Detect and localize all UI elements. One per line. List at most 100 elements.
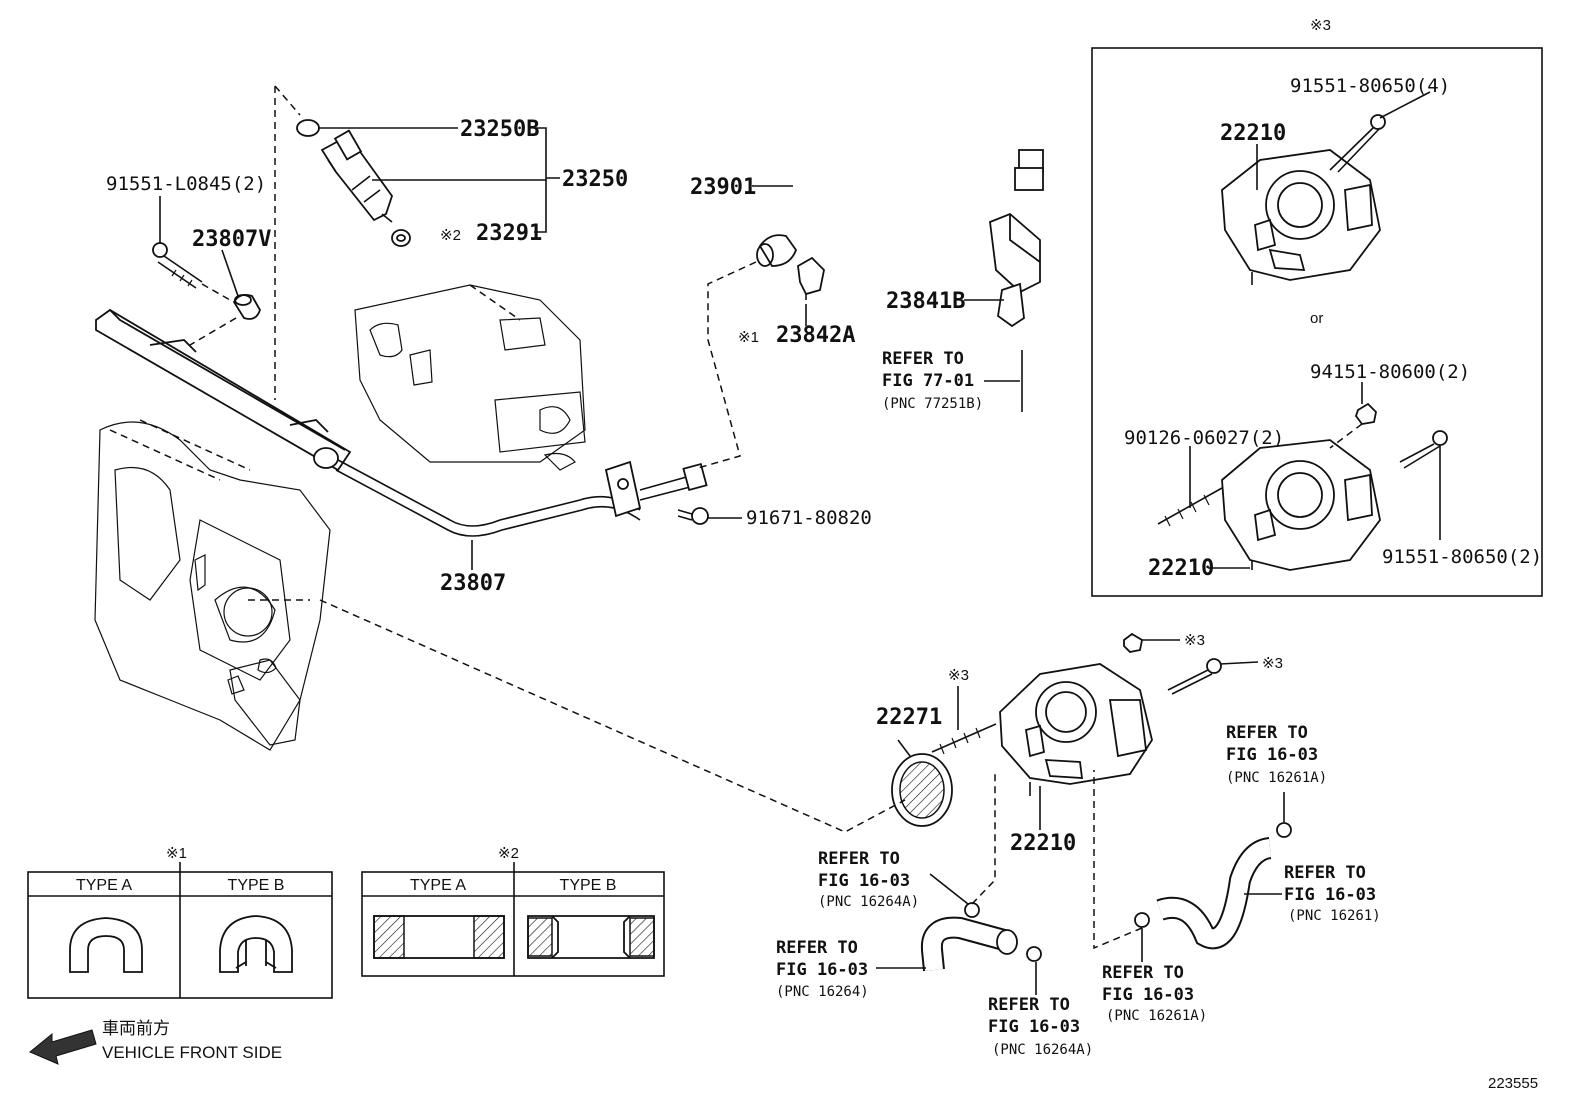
gasket-drawing bbox=[891, 753, 953, 827]
label-91551-L0845: 91551-L0845(2) bbox=[106, 173, 266, 195]
refer-16261A-top-line1: REFER TO bbox=[1226, 723, 1308, 743]
front-arrow-icon bbox=[29, 1029, 97, 1065]
label-22271: 22271 bbox=[876, 705, 942, 730]
refer-16261-line1: REFER TO bbox=[1284, 863, 1366, 883]
injector-drawing bbox=[296, 119, 411, 247]
label-throttle-bottom: 22210 bbox=[1148, 556, 1214, 581]
refer-fig77-line2: FIG 77-01 bbox=[882, 371, 974, 391]
bolt-main-drawing bbox=[1167, 658, 1222, 695]
throttle-body-top-drawing bbox=[1221, 149, 1381, 285]
refer-16261A-bottom-line1: REFER TO bbox=[1102, 963, 1184, 983]
bolt-pipe-drawing bbox=[677, 507, 709, 525]
vehicle-front-indicator: 車両前方 VEHICLE FRONT SIDE bbox=[29, 1019, 282, 1065]
label-mark1-inline: ※1 bbox=[738, 329, 759, 346]
label-mark3-stud: ※3 bbox=[948, 667, 969, 684]
refer-16264-line2: FIG 16-03 bbox=[776, 960, 868, 980]
label-23250: 23250 bbox=[562, 167, 628, 192]
refer-16261A-bottom-pnc: (PNC 16261A) bbox=[1106, 1008, 1207, 1024]
injector-axis-line-2 bbox=[274, 85, 301, 116]
refer-16261-line2: FIG 16-03 bbox=[1284, 885, 1376, 905]
label-stud: 90126-06027(2) bbox=[1124, 427, 1284, 449]
connector-drawing bbox=[989, 212, 1041, 328]
intake-manifold-drawing bbox=[94, 419, 331, 751]
refer-16264A-bottom: REFER TO FIG 16-03 (PNC 16264A) bbox=[988, 995, 1093, 1058]
table2-col-b: TYPE B bbox=[560, 877, 617, 894]
refer-16261-pnc: (PNC 16261) bbox=[1288, 908, 1381, 924]
insulator-type-a-icon bbox=[373, 915, 505, 959]
refer-16264: REFER TO FIG 16-03 (PNC 16264) bbox=[776, 938, 869, 1000]
label-22210-main: 22210 bbox=[1010, 831, 1076, 856]
refer-16264-line1: REFER TO bbox=[776, 938, 858, 958]
label-23842A: 23842A bbox=[776, 323, 855, 348]
insulator-type-b-icon bbox=[527, 915, 655, 959]
refer-16264A-left: REFER TO FIG 16-03 (PNC 16264A) bbox=[818, 849, 919, 910]
leader-bolt-main bbox=[1219, 661, 1259, 665]
variants-box bbox=[1091, 47, 1543, 597]
label-or: or bbox=[1310, 310, 1323, 327]
bolt-bottom-drawing bbox=[1399, 430, 1448, 469]
throttle-body-main-drawing bbox=[999, 663, 1153, 796]
refer-16264-pnc: (PNC 16264) bbox=[776, 984, 869, 1000]
bolt-top-drawing bbox=[1329, 114, 1386, 173]
label-23901: 23901 bbox=[690, 175, 756, 200]
refer-16264A-left-pnc: (PNC 16264A) bbox=[818, 894, 919, 910]
label-23807: 23807 bbox=[440, 571, 506, 596]
variants-mark: ※3 bbox=[1310, 17, 1331, 34]
fuel-pipe-bracket-drawing bbox=[604, 460, 708, 518]
refer-16261: REFER TO FIG 16-03 (PNC 16261) bbox=[1284, 863, 1381, 924]
refer-16261A-bottom-line2: FIG 16-03 bbox=[1102, 985, 1194, 1005]
refer-fig77-line1: REFER TO bbox=[882, 349, 964, 369]
table1-col-a: TYPE A bbox=[76, 877, 132, 894]
refer-fig77: REFER TO FIG 77-01 (PNC 77251B) bbox=[882, 349, 983, 412]
refer-16261A-top-line2: FIG 16-03 bbox=[1226, 745, 1318, 765]
table1-col-b: TYPE B bbox=[228, 877, 285, 894]
fuel-hose-drawing bbox=[697, 104, 1044, 469]
refer-16261A-top-pnc: (PNC 16261A) bbox=[1226, 770, 1327, 786]
label-23291: 23291 bbox=[476, 221, 542, 246]
clip-type-a-icon bbox=[69, 917, 143, 973]
table1-mark: ※1 bbox=[166, 845, 187, 862]
spacer-drawing bbox=[189, 293, 261, 346]
label-23807V: 23807V bbox=[192, 227, 271, 252]
refer-16264A-bottom-line1: REFER TO bbox=[988, 995, 1070, 1015]
label-23250B: 23250B bbox=[460, 117, 539, 142]
label-bolt-bottom: 91551-80650(2) bbox=[1382, 546, 1542, 568]
label-bolt-top: 91551-80650(4) bbox=[1290, 75, 1450, 97]
refer-16264A-bottom-line2: FIG 16-03 bbox=[988, 1017, 1080, 1037]
label-mark2-inline: ※2 bbox=[440, 227, 461, 244]
refer-16264A-left-line2: FIG 16-03 bbox=[818, 871, 910, 891]
bolt-fuel-rail-drawing bbox=[152, 242, 231, 301]
refer-16261A-top: REFER TO FIG 16-03 (PNC 16261A) bbox=[1226, 723, 1327, 786]
hose-16261-drawing bbox=[1093, 770, 1292, 950]
front-label-en: VEHICLE FRONT SIDE bbox=[102, 1043, 282, 1062]
clip-type-table: ※1 TYPE A TYPE B bbox=[27, 845, 333, 999]
label-mark3-nut: ※3 bbox=[1184, 632, 1205, 649]
engine-block-drawing bbox=[354, 284, 586, 471]
image-code: 223555 bbox=[1488, 1075, 1538, 1092]
nut-main-drawing bbox=[1123, 632, 1144, 653]
label-mark3-bolt: ※3 bbox=[1262, 655, 1283, 672]
label-91671-80820: 91671-80820 bbox=[746, 507, 872, 529]
leader-bolt-top bbox=[1379, 91, 1431, 119]
throttle-body-bottom-drawing bbox=[1221, 439, 1381, 571]
insulator-type-table: ※2 TYPE A TYPE B bbox=[361, 845, 665, 977]
leader-gasket bbox=[897, 739, 911, 757]
clip-type-b-icon bbox=[219, 915, 293, 973]
stud-main-drawing bbox=[931, 723, 997, 755]
table2-mark: ※2 bbox=[498, 845, 519, 862]
refer-16264A-bottom-pnc: (PNC 16264A) bbox=[992, 1042, 1093, 1058]
clip-drawing bbox=[797, 256, 825, 300]
refer-16261A-bottom: REFER TO FIG 16-03 (PNC 16261A) bbox=[1102, 963, 1207, 1024]
fuel-rail-drawing bbox=[95, 308, 641, 537]
label-nut: 94151-80600(2) bbox=[1310, 361, 1470, 383]
label-throttle-top: 22210 bbox=[1220, 121, 1286, 146]
leader-23807V bbox=[221, 249, 239, 297]
refer-fig77-pnc: (PNC 77251B) bbox=[882, 396, 983, 412]
nut-drawing bbox=[1329, 402, 1377, 449]
gasket-alignment-line bbox=[319, 599, 906, 833]
refer-16264A-left-line1: REFER TO bbox=[818, 849, 900, 869]
leader-hose-16264A bbox=[929, 873, 969, 905]
hose-16264-drawing bbox=[920, 770, 1042, 972]
front-label-jp: 車両前方 bbox=[102, 1019, 170, 1038]
